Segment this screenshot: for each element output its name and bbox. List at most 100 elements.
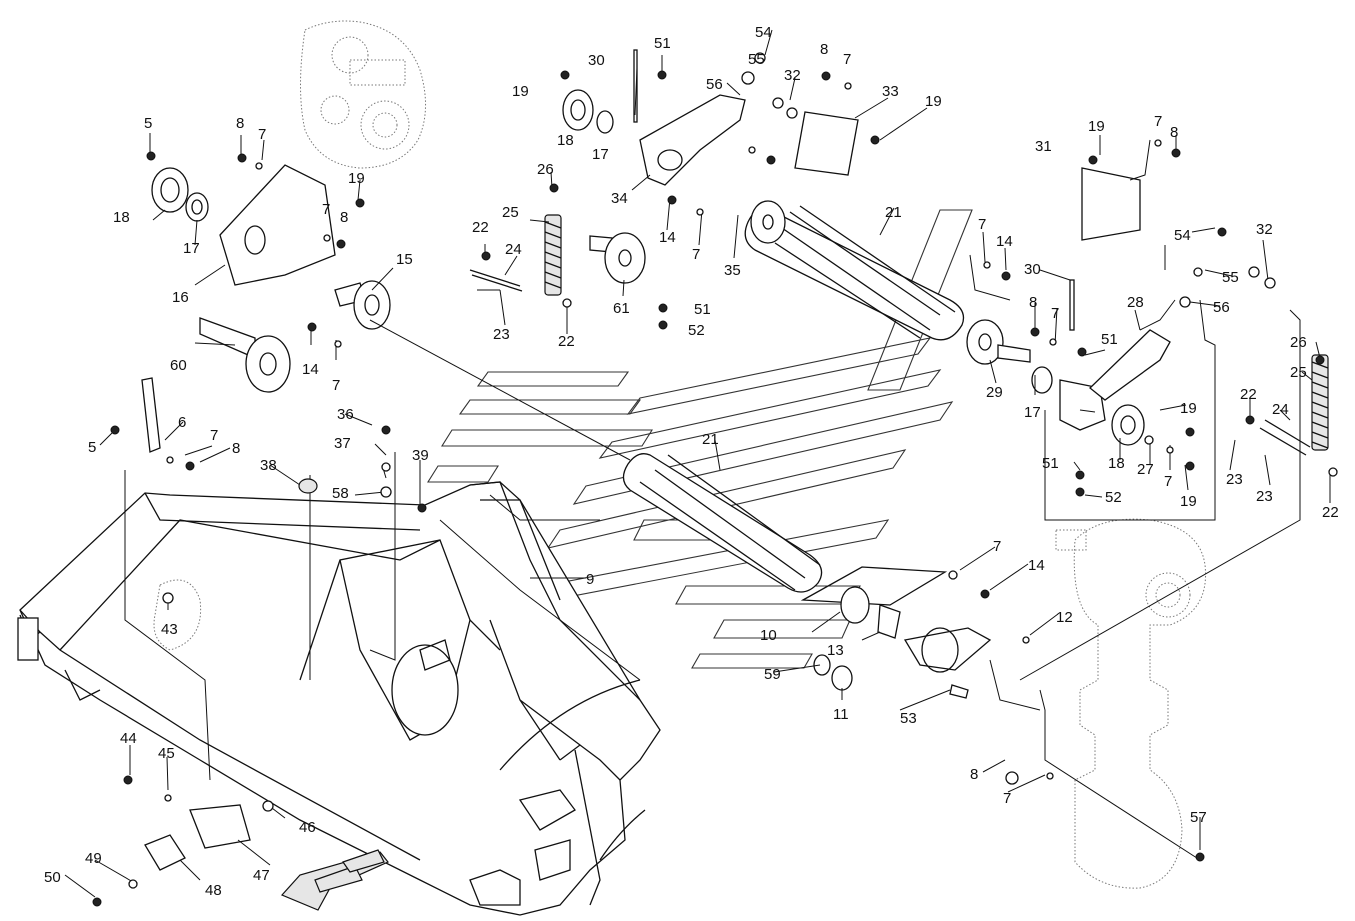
callout-7-right-mid: 7: [978, 216, 986, 233]
callout-49: 49: [85, 850, 102, 867]
callout-18-left: 18: [113, 209, 130, 226]
roller-lower: [622, 453, 823, 593]
callout-26-top: 26: [537, 161, 554, 178]
callout-9: 9: [586, 571, 594, 588]
callout-6: 6: [178, 414, 186, 431]
callout-37: 37: [334, 435, 351, 452]
hardware: [92, 52, 1338, 907]
callout-22-left-bottom: 22: [558, 333, 575, 350]
callout-14-coupling: 14: [1028, 557, 1045, 574]
callout-8-top: 8: [820, 41, 828, 58]
callout-10: 10: [760, 627, 777, 644]
callout-8-left-b: 8: [340, 209, 348, 226]
callout-60: 60: [170, 357, 187, 374]
callout-32-top: 32: [784, 67, 801, 84]
callout-8-right-mid: 8: [1029, 294, 1037, 311]
callout-15: 15: [396, 251, 413, 268]
callout-51-right-low: 51: [1042, 455, 1059, 472]
callout-7-left-mid: 7: [332, 377, 340, 394]
callout-labels: 54 51 30 55 8 7 19 56 32 33 19 5 8 7 18 …: [44, 24, 1339, 899]
callout-31: 31: [1035, 138, 1052, 155]
callout-54-top: 54: [755, 24, 772, 41]
spring-left: [469, 214, 646, 296]
callout-7-mid: 7: [692, 246, 700, 263]
callout-14-right-mid: 14: [996, 233, 1013, 250]
callout-47: 47: [253, 867, 270, 884]
callout-7-right-top: 7: [1154, 113, 1162, 130]
callout-13: 13: [827, 642, 844, 659]
callout-35: 35: [724, 262, 741, 279]
callout-51-mid: 51: [694, 301, 711, 318]
callout-7-left-b: 7: [322, 201, 330, 218]
callout-56-top: 56: [706, 76, 723, 93]
callout-23-right-b: 23: [1256, 488, 1273, 505]
callout-38: 38: [260, 457, 277, 474]
callout-8-lower-right: 8: [970, 766, 978, 783]
callout-25-left: 25: [502, 204, 519, 221]
coupling-assembly: [800, 566, 992, 699]
callout-17-left: 17: [183, 240, 200, 257]
callout-53: 53: [900, 710, 917, 727]
callout-33: 33: [882, 83, 899, 100]
left-bearing-assembly: [141, 164, 391, 453]
callout-30-right: 30: [1024, 261, 1041, 278]
callout-55-right: 55: [1222, 269, 1239, 286]
callout-22-right-top: 22: [1240, 386, 1257, 403]
callout-22-right-bottom: 22: [1322, 504, 1339, 521]
callout-14-left-mid: 14: [302, 361, 319, 378]
gearbox-right: [1055, 518, 1207, 889]
callout-11: 11: [833, 706, 849, 723]
callout-21-top: 21: [885, 204, 902, 221]
callout-21-mid: 21: [702, 431, 719, 448]
callout-8-right-top: 8: [1170, 124, 1178, 141]
right-bearing-assembly: [1031, 167, 1329, 456]
callout-17-top: 17: [592, 146, 609, 163]
callout-48: 48: [205, 882, 222, 899]
callout-19-right-top: 19: [1088, 118, 1105, 135]
callout-23-right-a: 23: [1226, 471, 1243, 488]
callout-18-top: 18: [557, 132, 574, 149]
callout-43: 43: [161, 621, 178, 638]
callout-29: 29: [986, 384, 1003, 401]
callout-7-left: 7: [258, 126, 266, 143]
callout-28: 28: [1127, 294, 1144, 311]
callout-5-top: 5: [144, 115, 152, 132]
callout-34: 34: [611, 190, 628, 207]
callout-39: 39: [412, 447, 429, 464]
callout-50: 50: [44, 869, 61, 886]
lower-bracket: [144, 804, 251, 871]
callout-56-right: 56: [1213, 299, 1230, 316]
callout-26-right: 26: [1290, 334, 1307, 351]
callout-30-top: 30: [588, 52, 605, 69]
callout-7-coupling: 7: [993, 538, 1001, 555]
callout-7-lower-right: 7: [1003, 790, 1011, 807]
callout-7-top: 7: [843, 51, 851, 68]
callout-8-left: 8: [236, 115, 244, 132]
callout-57: 57: [1190, 809, 1207, 826]
callout-46: 46: [299, 819, 316, 836]
callout-17-right: 17: [1024, 404, 1041, 421]
callout-19-right-b: 19: [1180, 493, 1197, 510]
callout-44: 44: [120, 730, 137, 747]
callout-27: 27: [1137, 461, 1154, 478]
callout-16: 16: [172, 289, 189, 306]
callout-24-right: 24: [1272, 401, 1289, 418]
leader-lines: [64, 29, 1331, 898]
tensioner-arm-top: [562, 49, 859, 186]
callout-19-top-left: 19: [512, 83, 529, 100]
callout-19-right-a: 19: [1180, 400, 1197, 417]
callout-45: 45: [158, 745, 175, 762]
callout-23-left: 23: [493, 326, 510, 343]
callout-58: 58: [332, 485, 349, 502]
callout-55-top: 55: [748, 51, 765, 68]
callout-8-left-low: 8: [232, 440, 240, 457]
direction-arrow: [280, 849, 389, 911]
callout-51-right: 51: [1101, 331, 1118, 348]
callout-14-mid: 14: [659, 229, 676, 246]
main-frame: [17, 481, 661, 916]
callout-36: 36: [337, 406, 354, 423]
callout-61: 61: [613, 300, 630, 317]
callout-52-mid: 52: [688, 322, 705, 339]
callout-59: 59: [764, 666, 781, 683]
